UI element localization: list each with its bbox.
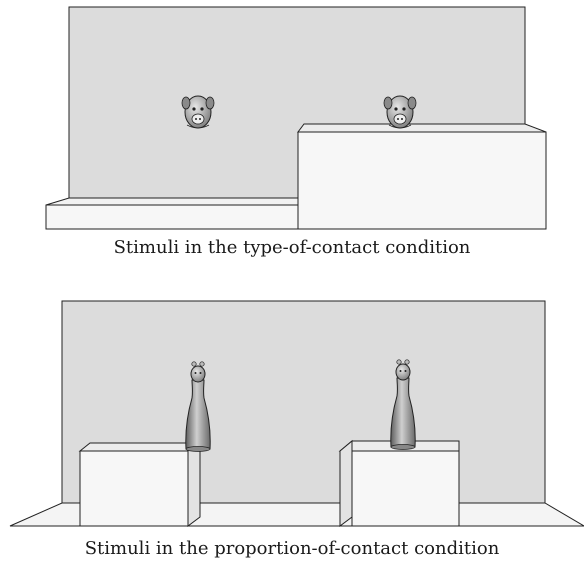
- raised-step: [297, 123, 547, 230]
- type-of-contact-caption: Stimuli in the type-of-contact condition: [113, 237, 471, 258]
- pig-toy-left: [181, 95, 215, 129]
- proportion-of-contact-panel: [9, 300, 584, 527]
- giraffe-toy-right: [390, 359, 416, 450]
- proportion-of-contact-caption: Stimuli in the proportion-of-contact con…: [84, 538, 500, 559]
- giraffe-toy-left: [185, 361, 211, 452]
- floor-ledge: [45, 197, 299, 230]
- right-box: [338, 439, 460, 527]
- type-of-contact-panel: [45, 6, 547, 230]
- left-box: [78, 442, 202, 527]
- pig-toy-right: [383, 95, 417, 129]
